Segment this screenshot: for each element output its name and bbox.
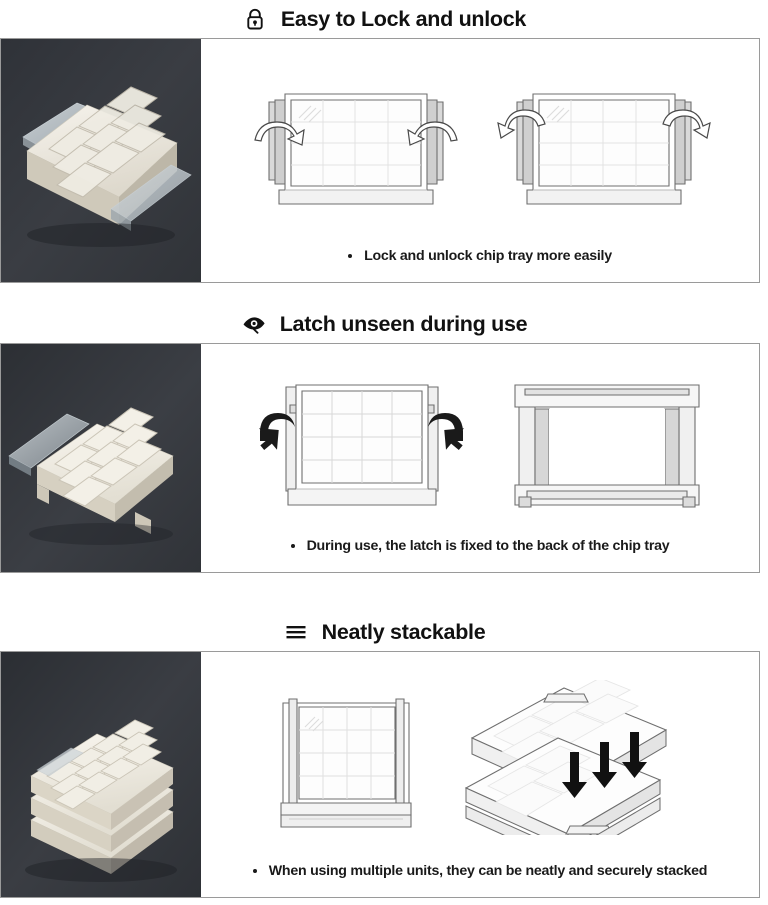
figure-group-2: [201, 344, 759, 538]
feature-panel-1: Lock and unlock chip tray more easily: [0, 38, 760, 283]
section-heading-3: Neatly stackable: [0, 613, 768, 651]
product-photo-2: [1, 344, 201, 572]
panel-wrapper-3: When using multiple units, they can be n…: [0, 651, 768, 898]
feature-section-easy-to-lock: Easy to Lock and unlock: [0, 0, 768, 283]
panel-caption-2: During use, the latch is fixed to the ba…: [201, 538, 759, 572]
bullet-dot-icon: [290, 544, 295, 548]
stack-lines-icon: [283, 619, 309, 645]
section-heading-label: Neatly stackable: [321, 619, 486, 644]
product-photo-1: [1, 39, 201, 282]
panel-caption-1: Lock and unlock chip tray more easily: [201, 248, 759, 282]
section-heading-label: Latch unseen during use: [279, 311, 528, 336]
eye-icon: [241, 311, 267, 337]
bullet-dot-icon: [252, 869, 257, 873]
caption-label-1: Lock and unlock chip tray more easily: [364, 248, 612, 264]
feature-section-neatly-stackable: Neatly stackable: [0, 613, 768, 898]
feature-panel-3: When using multiple units, they can be n…: [0, 651, 760, 898]
figure-group-1: [201, 39, 759, 248]
tray-isometric-exploded-stack-figure: [452, 680, 702, 835]
section-heading-2: Latch unseen during use: [0, 305, 768, 343]
tray-front-view-unlatched-figure: [489, 74, 719, 214]
feature-section-latch-unseen: Latch unseen during use: [0, 305, 768, 573]
panel-caption-3: When using multiple units, they can be n…: [201, 863, 759, 897]
section-heading-1: Easy to Lock and unlock: [0, 0, 768, 38]
panel-content-1: Lock and unlock chip tray more easily: [201, 39, 759, 282]
caption-label-2: During use, the latch is fixed to the ba…: [306, 538, 670, 554]
tray-front-view-latched-figure: [241, 74, 471, 214]
panel-wrapper-1: Lock and unlock chip tray more easily: [0, 38, 768, 283]
padlock-icon: [242, 6, 268, 32]
tray-front-view-latch-folding-figure: [244, 369, 479, 514]
panel-wrapper-2: During use, the latch is fixed to the ba…: [0, 343, 768, 573]
tray-rear-view-latch-hidden-figure: [497, 369, 717, 514]
panel-content-2: During use, the latch is fixed to the ba…: [201, 344, 759, 572]
figure-group-3: [201, 652, 759, 863]
panel-content-3: When using multiple units, they can be n…: [201, 652, 759, 897]
caption-label-3: When using multiple units, they can be n…: [268, 863, 708, 879]
section-heading-label: Easy to Lock and unlock: [280, 6, 527, 31]
feature-panel-2: During use, the latch is fixed to the ba…: [0, 343, 760, 573]
product-photo-3: [1, 652, 201, 897]
downward-arrows: [561, 732, 647, 798]
bullet-dot-icon: [348, 254, 353, 258]
tray-front-view-stacked-pair-figure: [259, 683, 434, 833]
